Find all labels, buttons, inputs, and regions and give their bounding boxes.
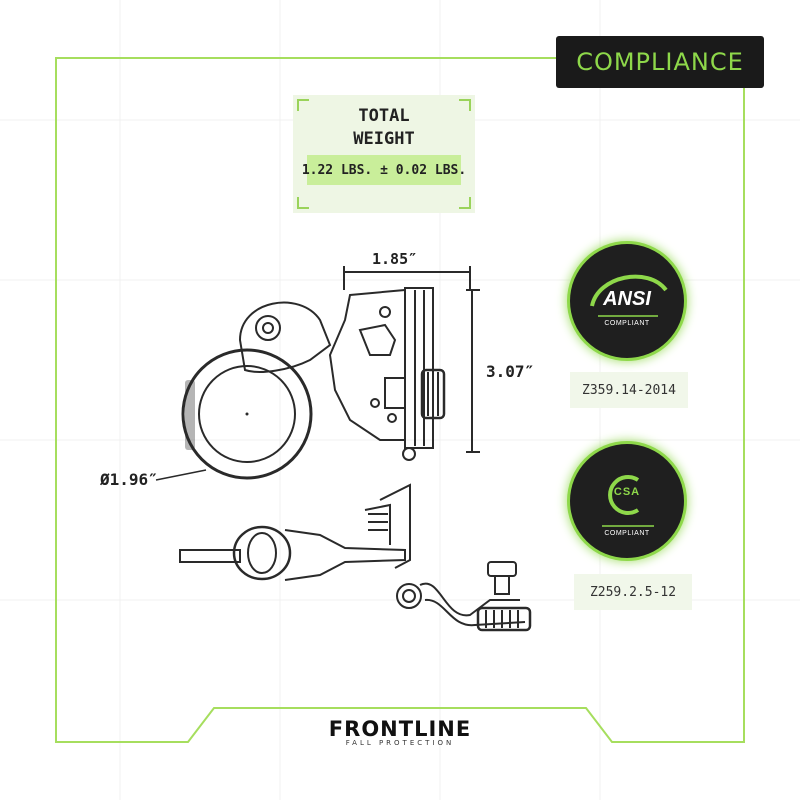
ansi-logo-text: ANSI <box>603 288 651 310</box>
corner-mark <box>297 99 309 111</box>
csa-logo-icon <box>602 475 654 527</box>
width-dimension: 1.85″ <box>372 250 418 268</box>
ring-inner <box>198 365 296 463</box>
compliance-tab-label: COMPLIANCE <box>576 48 744 76</box>
weight-title: TOTAL WEIGHT <box>293 105 475 151</box>
brand-logo: FRONTLINE FALL PROTECTION <box>310 717 490 747</box>
brand-name: FRONTLINE <box>328 717 472 741</box>
weight-value: 1.22 LBS. ± 0.02 LBS. <box>302 155 466 185</box>
corner-mark <box>297 197 309 209</box>
csa-standard-box: Z259.2.5-12 <box>574 574 692 610</box>
ansi-badge: ANSI COMPLIANT <box>570 244 684 358</box>
csa-logo-text: CSA <box>613 486 641 498</box>
csa-standard: Z259.2.5-12 <box>589 584 677 600</box>
ring-outer <box>181 348 313 480</box>
csa-badge: CSA COMPLIANT <box>570 444 684 558</box>
height-dimension: 3.07″ <box>486 362 535 381</box>
weight-panel: TOTAL WEIGHT 1.22 LBS. ± 0.02 LBS. <box>293 95 475 213</box>
weight-title-line2: WEIGHT <box>353 129 415 149</box>
compliance-tab: COMPLIANCE <box>556 36 764 88</box>
weight-title-line1: TOTAL <box>358 106 410 126</box>
ansi-standard-box: Z359.14-2014 <box>570 372 688 408</box>
corner-mark <box>459 99 471 111</box>
brand-tagline: FALL PROTECTION <box>345 739 455 747</box>
corner-mark <box>459 197 471 209</box>
diameter-dimension: Ø1.96″ <box>100 470 158 489</box>
ansi-compliant-label: COMPLIANT <box>604 320 650 327</box>
ansi-standard: Z359.14-2014 <box>582 382 676 398</box>
ansi-swoosh-icon <box>590 274 668 317</box>
csa-compliant-label: COMPLIANT <box>604 530 650 537</box>
